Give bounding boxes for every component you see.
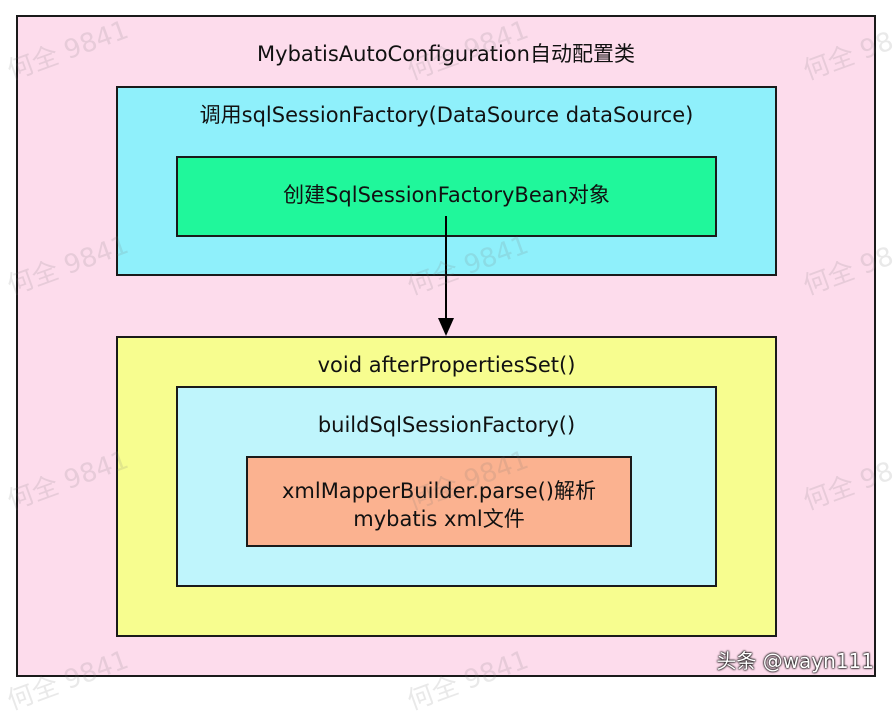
flow-arrowhead [438, 318, 454, 336]
attribution-label: 头条 @wayn111 [716, 649, 874, 673]
call-box-label: 调用sqlSessionFactory(DataSource dataSourc… [199, 103, 694, 127]
outer-label: MybatisAutoConfiguration自动配置类 [257, 42, 635, 66]
after-box-label: void afterPropertiesSet() [317, 353, 576, 377]
flow-arrow [438, 216, 454, 336]
parse-box-line1: xmlMapperBuilder.parse()解析 [281, 479, 596, 503]
xml-mapper-parse-box [246, 456, 632, 547]
create-box-label: 创建SqlSessionFactoryBean对象 [283, 183, 610, 207]
parse-box-line2: mybatis xml文件 [353, 507, 525, 531]
build-box-label: buildSqlSessionFactory() [317, 413, 576, 437]
